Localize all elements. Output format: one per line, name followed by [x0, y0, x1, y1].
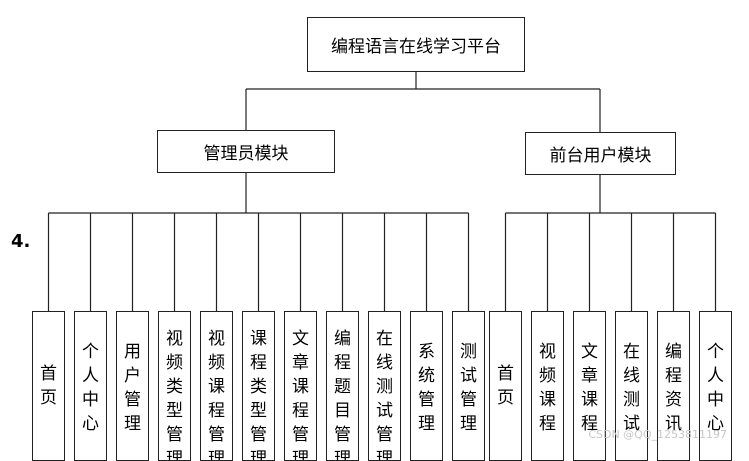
leaf-node: 测试管理 [452, 311, 485, 461]
leaf-node: 视频课程管理 [200, 311, 233, 461]
leaf-node: 课程类型管理 [242, 311, 275, 461]
leaf-node: 编程题目管理 [326, 311, 359, 461]
leaf-label: 首页 [497, 364, 514, 408]
module-label-frontend: 前台用户模块 [549, 146, 652, 166]
watermark: CSDN @QQ_1253811197 [588, 428, 727, 441]
leaf-node: 文章课程 [573, 311, 606, 461]
leaf-label: 在线测试管理 [376, 329, 393, 461]
connector-lines [47, 72, 717, 311]
section-marker: 4. [11, 231, 31, 252]
leaf-node: 首页 [489, 311, 522, 461]
leaf-label: 在线测试 [623, 342, 640, 434]
module-node-frontend: 前台用户模块 [525, 132, 676, 175]
leaf-label: 测试管理 [460, 342, 477, 434]
module-node-admin: 管理员模块 [157, 130, 335, 173]
leaf-label: 个人中心 [82, 342, 99, 434]
leaf-label: 用户管理 [124, 342, 141, 434]
leaf-node: 首页 [32, 311, 65, 461]
leaf-label: 系统管理 [418, 342, 435, 434]
leaf-label: 视频课程 [539, 342, 556, 434]
leaf-label: 视频类型管理 [166, 329, 183, 461]
leaf-label: 编程资讯 [665, 342, 682, 434]
leaf-node: 视频类型管理 [158, 311, 191, 461]
leaf-label: 课程类型管理 [250, 329, 267, 461]
leaf-label: 个人中心 [707, 342, 724, 434]
leaf-node: 文章课程管理 [284, 311, 317, 461]
leaf-node: 个人中心 [699, 311, 732, 461]
root-label: 编程语言在线学习平台 [331, 37, 501, 57]
leaf-node: 系统管理 [410, 311, 443, 461]
leaf-node: 在线测试管理 [368, 311, 401, 461]
root-node: 编程语言在线学习平台 [307, 17, 525, 72]
leaf-node: 个人中心 [74, 311, 107, 461]
leaf-label: 视频课程管理 [208, 329, 225, 461]
leaf-node: 在线测试 [615, 311, 648, 461]
leaf-label: 编程题目管理 [334, 329, 351, 461]
leaf-node: 用户管理 [116, 311, 149, 461]
leaf-node: 编程资讯 [657, 311, 690, 461]
leaf-node: 视频课程 [531, 311, 564, 461]
leaf-label: 首页 [40, 364, 57, 408]
leaf-label: 文章课程管理 [292, 329, 309, 461]
module-label-admin: 管理员模块 [203, 144, 289, 164]
leaf-label: 文章课程 [581, 342, 598, 434]
